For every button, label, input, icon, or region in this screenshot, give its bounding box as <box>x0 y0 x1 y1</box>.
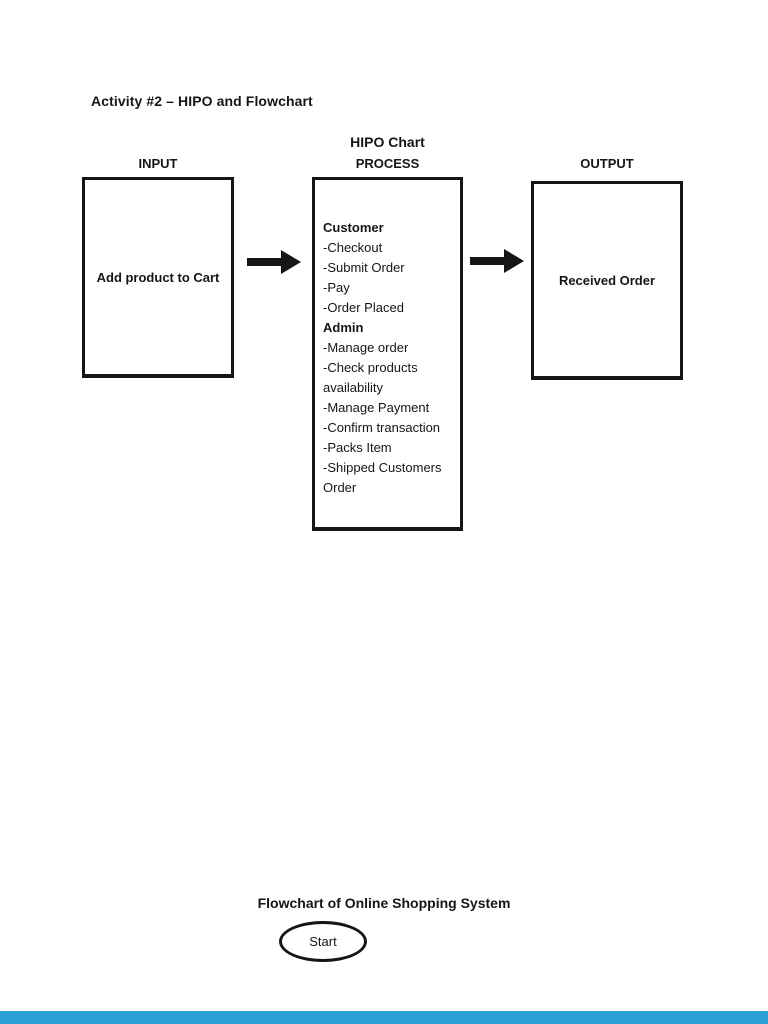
process-line: -Check products availability <box>323 360 418 395</box>
input-column-label: INPUT <box>138 156 178 171</box>
process-column-label: PROCESS <box>355 156 420 171</box>
flowchart-title: Flowchart of Online Shopping System <box>257 895 511 911</box>
process-line: -Submit Order <box>323 260 405 275</box>
start-label: Start <box>309 934 337 949</box>
output-box: Received Order <box>531 181 683 380</box>
process-line: -Packs Item <box>323 440 392 455</box>
output-box-text: Received Order <box>558 272 656 288</box>
process-line: -Checkout <box>323 240 383 255</box>
start-terminator: Start <box>279 921 367 962</box>
output-column-label: OUTPUT <box>580 156 634 171</box>
process-line: -Manage order <box>323 340 409 355</box>
input-box: Add product to Cart <box>82 177 234 378</box>
process-line: -Manage Payment <box>323 400 430 415</box>
input-box-text: Add product to Cart <box>96 269 220 285</box>
process-line: -Shipped Customers Order <box>323 460 442 495</box>
hipo-chart-title: HIPO Chart <box>350 134 425 150</box>
process-line: Customer <box>323 220 384 235</box>
process-line: -Confirm transaction <box>323 420 441 435</box>
activity-title: Activity #2 – HIPO and Flowchart <box>91 93 313 109</box>
process-line: -Pay <box>323 280 350 295</box>
right-arrow-icon <box>247 249 301 275</box>
process-line: -Order Placed <box>323 300 404 315</box>
right-arrow-icon <box>470 248 524 274</box>
bottom-accent-bar <box>0 1011 768 1024</box>
process-box: Customer -Checkout -Submit Order -Pay -O… <box>312 177 463 531</box>
process-line: Admin <box>323 320 364 335</box>
